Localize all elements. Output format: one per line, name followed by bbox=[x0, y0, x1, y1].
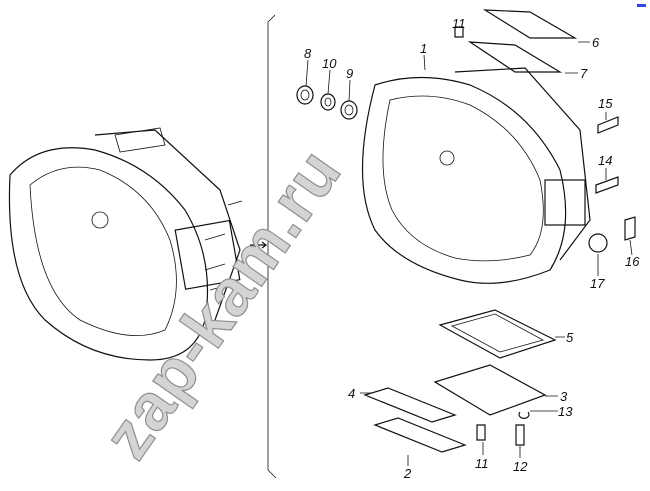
cover-3 bbox=[433, 364, 547, 416]
label-14: 14 bbox=[598, 153, 613, 168]
cover-7 bbox=[467, 41, 563, 73]
main-housing-1 bbox=[361, 67, 591, 284]
plate-2 bbox=[373, 417, 467, 453]
pin-16 bbox=[624, 216, 636, 241]
stud-15 bbox=[597, 116, 619, 134]
label-10: 10 bbox=[322, 56, 337, 71]
label-4: 4 bbox=[348, 386, 356, 401]
label-7: 7 bbox=[580, 66, 588, 81]
left-housing-assembly bbox=[8, 127, 243, 361]
label-1: 1 bbox=[420, 41, 428, 56]
bolt-12 bbox=[515, 424, 525, 446]
washer-13 bbox=[518, 411, 530, 419]
label-16: 16 bbox=[625, 254, 640, 269]
seals-8-10-9 bbox=[296, 85, 358, 120]
label-8: 8 bbox=[304, 46, 312, 61]
label-2: 2 bbox=[404, 466, 412, 481]
plug-17 bbox=[588, 233, 608, 253]
label-13: 13 bbox=[558, 404, 573, 419]
gasket-5 bbox=[438, 309, 557, 359]
divider-bracket bbox=[267, 14, 277, 479]
label-5: 5 bbox=[566, 330, 574, 345]
bolt-11-top bbox=[454, 26, 464, 38]
label-15: 15 bbox=[598, 96, 613, 111]
label-11: 11 bbox=[452, 16, 466, 31]
bolt-11-bottom bbox=[476, 424, 486, 441]
label-6: 6 bbox=[592, 35, 600, 50]
label-17: 17 bbox=[590, 276, 605, 291]
label-9: 9 bbox=[346, 66, 354, 81]
arrow bbox=[250, 241, 267, 249]
plate-4 bbox=[363, 387, 457, 423]
gasket-6 bbox=[482, 9, 578, 39]
label-11-bottom: 11 bbox=[475, 456, 489, 471]
label-3: 3 bbox=[560, 389, 568, 404]
stud-14 bbox=[595, 176, 619, 194]
label-12: 12 bbox=[513, 459, 528, 474]
corner-mark bbox=[637, 4, 646, 7]
leader-lines bbox=[305, 41, 633, 466]
